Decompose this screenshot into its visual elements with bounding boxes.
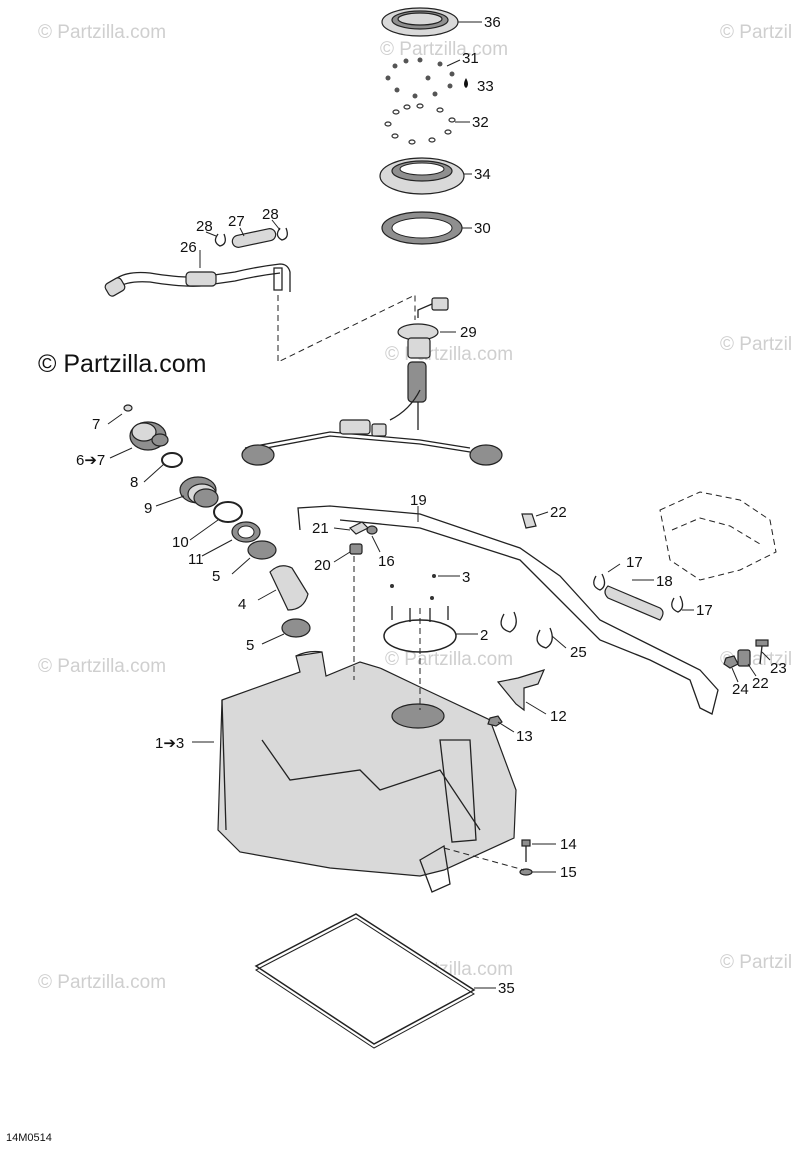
gasket-10 bbox=[213, 501, 243, 523]
watermark: © Partzilla.com bbox=[720, 334, 791, 355]
vent-tube-19 bbox=[297, 505, 719, 715]
watermark: © Partzilla.com bbox=[38, 972, 166, 993]
callout-10: 10 bbox=[172, 534, 189, 551]
gasket-8 bbox=[161, 452, 183, 468]
callout-2: 2 bbox=[480, 627, 488, 644]
fitting-21 bbox=[348, 521, 370, 535]
callout-14: 14 bbox=[560, 836, 577, 853]
fuel-tank-1 bbox=[217, 650, 517, 893]
callout-28: 28 bbox=[262, 206, 279, 223]
callout-26: 26 bbox=[180, 239, 197, 256]
callout-1-3: 1➔3 bbox=[155, 735, 184, 752]
callout-36: 36 bbox=[484, 14, 501, 31]
callout-22: 22 bbox=[550, 504, 567, 521]
callout-5: 5 bbox=[246, 637, 254, 654]
screw-23 bbox=[755, 639, 769, 665]
callout-23: 23 bbox=[770, 660, 787, 677]
clamp-5-upper bbox=[247, 540, 277, 560]
callout-6-7: 6➔7 bbox=[76, 452, 105, 469]
callouts: 36 31 33 32 34 30 28 27 28 26 29 7 6➔7 8… bbox=[76, 14, 787, 997]
callout-27: 27 bbox=[228, 213, 245, 230]
mounting-bracket-ghost bbox=[659, 491, 777, 581]
o-ring-7 bbox=[123, 404, 133, 412]
callout-33: 33 bbox=[477, 78, 494, 95]
screw-ring-31 bbox=[385, 57, 455, 99]
nut-24 bbox=[723, 655, 739, 669]
callout-12: 12 bbox=[550, 708, 567, 725]
nut-11 bbox=[231, 521, 261, 543]
callout-13: 13 bbox=[516, 728, 533, 745]
callout-20: 20 bbox=[314, 557, 331, 574]
gasket-30 bbox=[381, 211, 463, 245]
fuel-cap-6 bbox=[129, 421, 169, 451]
sealant-drop-icon bbox=[464, 78, 468, 88]
callout-22: 22 bbox=[752, 675, 769, 692]
callout-34: 34 bbox=[474, 166, 491, 183]
fuel-pump-module-29 bbox=[241, 297, 503, 466]
callout-17: 17 bbox=[626, 554, 643, 571]
filler-hose-4 bbox=[269, 565, 309, 611]
callout-31: 31 bbox=[462, 50, 479, 67]
bracket-12 bbox=[496, 669, 546, 712]
callout-28: 28 bbox=[196, 218, 213, 235]
watermark: © Partzilla.com bbox=[38, 656, 166, 677]
callout-21: 21 bbox=[312, 520, 329, 537]
clamp-25 bbox=[500, 611, 553, 649]
watermark: © Partzilla.com bbox=[385, 344, 513, 365]
screws-3 bbox=[390, 574, 436, 600]
watermark: © Partzilla.com bbox=[720, 952, 791, 973]
watermark: © Partzilla.com bbox=[720, 22, 791, 43]
nut-13 bbox=[487, 715, 503, 727]
hose-clamp-28 bbox=[214, 227, 288, 247]
washer-ring-32 bbox=[384, 103, 456, 145]
valve-20 bbox=[349, 543, 363, 555]
callout-11: 11 bbox=[188, 551, 204, 568]
clamp-17 bbox=[593, 573, 684, 613]
clamp-5-lower bbox=[281, 618, 311, 638]
callout-30: 30 bbox=[474, 220, 491, 237]
callout-24: 24 bbox=[732, 681, 749, 698]
callout-15: 15 bbox=[560, 864, 577, 881]
clip-22-lower bbox=[737, 649, 751, 667]
mounting-plate-34 bbox=[379, 157, 465, 195]
screw-14 bbox=[521, 839, 531, 862]
filler-neck-9 bbox=[179, 476, 219, 508]
hose-27 bbox=[231, 228, 277, 248]
callout-35: 35 bbox=[498, 980, 515, 997]
callout-8: 8 bbox=[130, 474, 138, 491]
callout-17: 17 bbox=[696, 602, 713, 619]
callout-7: 7 bbox=[92, 416, 100, 433]
callout-32: 32 bbox=[472, 114, 489, 131]
mat-35 bbox=[254, 913, 476, 1049]
callout-16: 16 bbox=[378, 553, 395, 570]
callout-19: 19 bbox=[410, 492, 427, 509]
callout-29: 29 bbox=[460, 324, 477, 341]
fitting-16 bbox=[366, 525, 378, 535]
hose-18 bbox=[604, 585, 664, 621]
watermark: © Partzilla.com bbox=[38, 22, 166, 43]
callout-4: 4 bbox=[238, 596, 246, 613]
retaining-ring-36 bbox=[381, 7, 459, 37]
watermark: © Partzilla.com bbox=[385, 649, 513, 670]
partzilla-watermark: © Partzilla.com bbox=[38, 350, 206, 378]
drawing-code: 14M0514 bbox=[6, 1132, 52, 1144]
callout-5: 5 bbox=[212, 568, 220, 585]
callout-3: 3 bbox=[462, 569, 470, 586]
clip-22-upper bbox=[521, 513, 537, 529]
callout-18: 18 bbox=[656, 573, 673, 590]
callout-9: 9 bbox=[144, 500, 152, 517]
vent-hose-26 bbox=[104, 263, 291, 297]
callout-25: 25 bbox=[570, 644, 587, 661]
watermark: © Partzilla.com bbox=[380, 39, 508, 60]
